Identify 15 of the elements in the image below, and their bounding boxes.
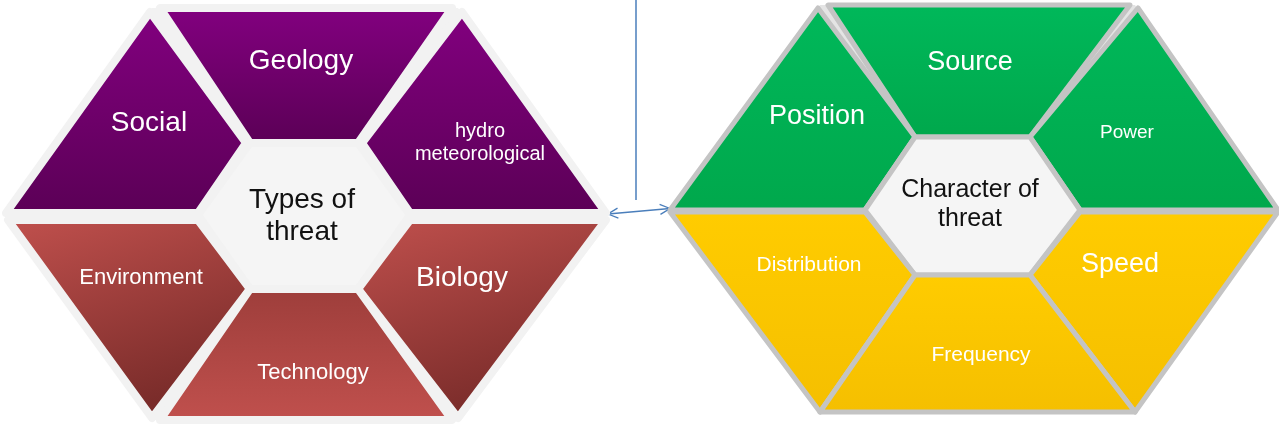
segment-label: Distribution xyxy=(755,251,863,277)
double-arrow xyxy=(607,203,671,219)
center-label: Types of threat xyxy=(248,182,356,248)
segment-label: Power xyxy=(1099,121,1155,143)
segment-label: Social xyxy=(109,105,189,139)
segment-label: Biology xyxy=(415,260,509,294)
segment-label: hydro meteorological xyxy=(413,119,547,165)
segment-label: Source xyxy=(926,46,1014,78)
segment-label: Environment xyxy=(78,264,204,290)
segment-label: Technology xyxy=(256,359,370,385)
segment-label: Frequency xyxy=(930,341,1032,367)
segment-label: Position xyxy=(767,100,867,132)
center-label: Character of threat xyxy=(900,174,1040,232)
segment-label: Geology xyxy=(247,43,355,77)
segment-label: Speed xyxy=(1079,248,1161,280)
